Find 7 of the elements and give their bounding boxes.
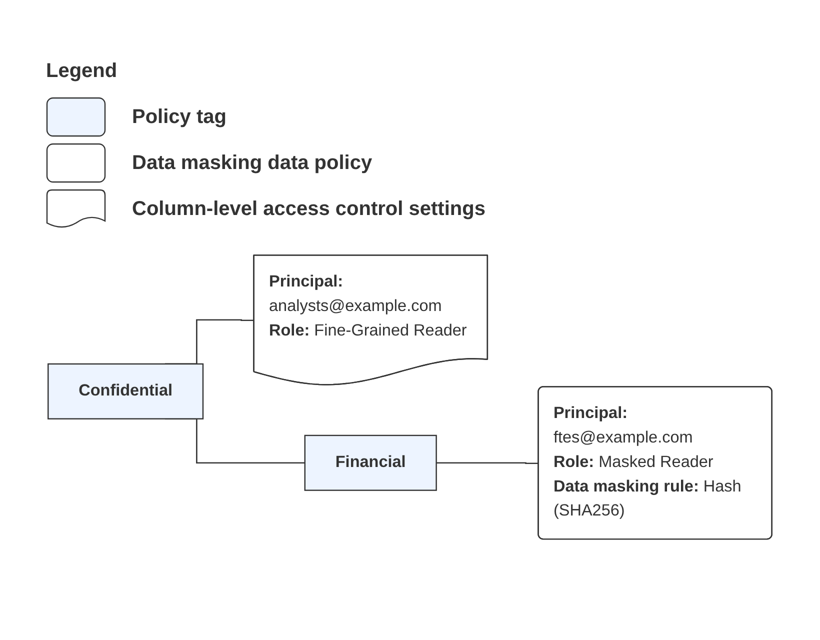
- node-box: Confidential: [48, 363, 204, 420]
- legend-label: Data masking data policy: [132, 152, 372, 174]
- legend-label: Column-level access control settings: [132, 198, 486, 220]
- legend-label: Policy tag: [132, 106, 226, 128]
- connector: [436, 462, 539, 464]
- legend-heading: Legend: [46, 60, 118, 83]
- node-box: Financial: [304, 434, 437, 491]
